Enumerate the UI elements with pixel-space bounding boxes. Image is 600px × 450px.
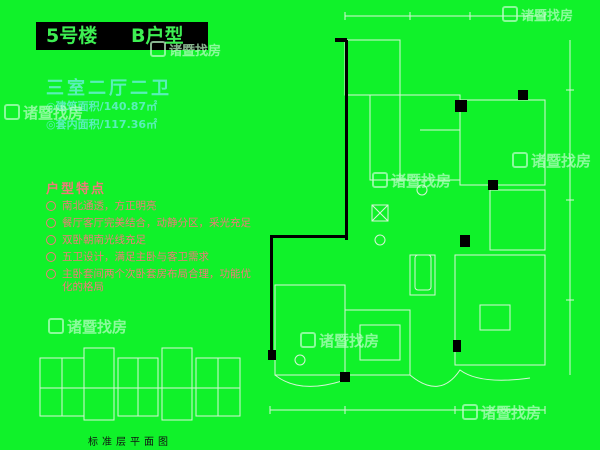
bullet-icon <box>46 235 56 245</box>
house-icon <box>512 152 528 168</box>
house-icon <box>372 172 388 188</box>
standard-floor-thumbnail <box>39 347 241 421</box>
title-bar: 5号楼 B户型 <box>36 22 208 50</box>
house-icon <box>462 404 478 420</box>
watermark: 诸暨找房 <box>150 40 221 59</box>
watermark: 诸暨找房 <box>48 316 127 337</box>
house-icon <box>4 104 20 120</box>
stair-symbol <box>371 204 389 222</box>
floor-plan-caption: 标准层平面图 <box>88 437 172 448</box>
watermark: 诸暨找房 <box>462 402 541 423</box>
feature-item: 南北通透，方正明亮 <box>46 200 256 213</box>
building-number: 5号楼 <box>46 25 98 47</box>
furniture <box>294 184 432 366</box>
building-area: ◎建筑面积/140.87㎡ <box>46 100 158 113</box>
layout-name: 三室二厅二卫 <box>46 78 172 99</box>
watermark: 诸暨找房 <box>502 5 573 24</box>
bullet-icon <box>46 252 56 262</box>
feature-item: 餐厅客厅完美结合，动静分区，采光充足 <box>46 217 256 230</box>
feature-item: 主卧套间两个次卧套房布局合理，功能优化的格局 <box>46 268 256 294</box>
house-icon <box>502 6 518 22</box>
bullet-icon <box>46 269 56 279</box>
features-list: 南北通透，方正明亮 餐厅客厅完美结合，动静分区，采光充足 双卧朝南光线充足 五卫… <box>46 200 256 298</box>
house-icon <box>300 332 316 348</box>
walls <box>268 38 528 382</box>
bullet-icon <box>46 201 56 211</box>
watermark: 诸暨找房 <box>372 170 451 191</box>
room-outlines <box>274 39 546 387</box>
unit-type: B户型 <box>131 25 184 47</box>
watermark: 诸暨找房 <box>4 102 83 123</box>
bullet-icon <box>46 218 56 228</box>
watermark: 诸暨找房 <box>512 150 591 171</box>
house-icon <box>48 318 64 334</box>
feature-item: 五卫设计，满足主卧与客卫需求 <box>46 251 256 264</box>
features-heading: 户型特点 <box>46 182 107 197</box>
inner-area: ◎套内面积/117.36㎡ <box>46 118 158 131</box>
watermark: 诸暨找房 <box>300 330 379 351</box>
dimension-lines <box>269 12 574 414</box>
feature-item: 双卧朝南光线充足 <box>46 234 256 247</box>
house-icon <box>150 41 166 57</box>
